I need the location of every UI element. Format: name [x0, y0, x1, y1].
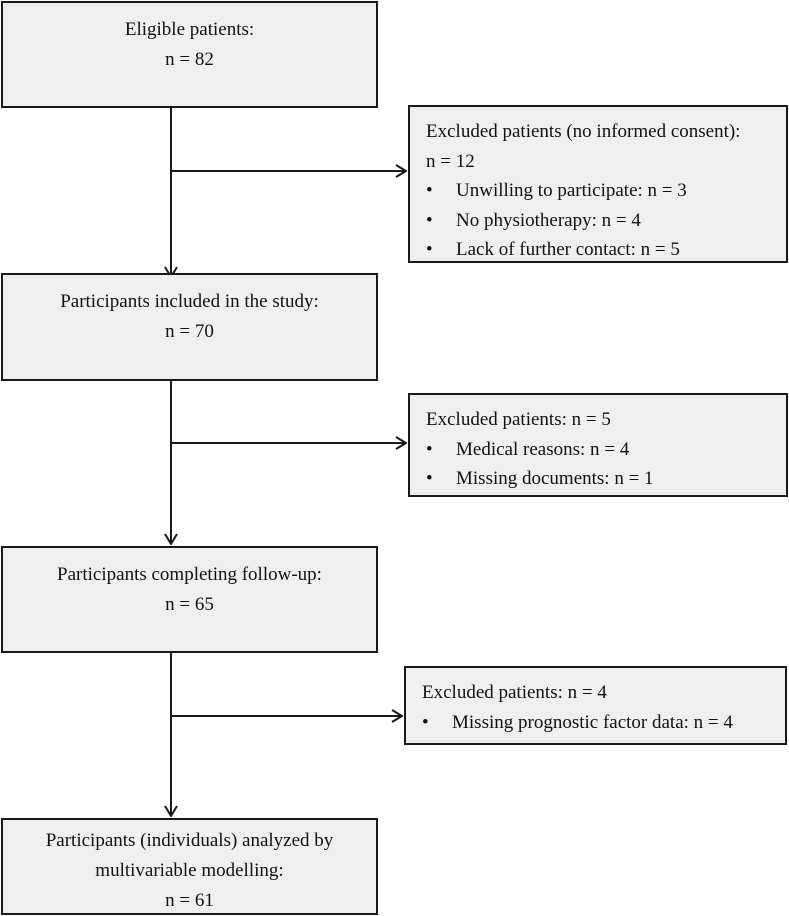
- exclusion-3-item-prognostic: Missing prognostic factor data: n = 4: [452, 711, 733, 733]
- bullet-icon: •: [426, 468, 433, 489]
- list-item: • Lack of further contact: n = 5: [426, 235, 786, 265]
- exclusion-1-list: • Unwilling to participate: n = 3 • No phy…: [426, 176, 786, 265]
- analyzed-label-line-2: multivariable modelling:: [95, 860, 284, 881]
- analyzed-label-line-1: Participants (individuals) analyzed by: [45, 830, 334, 851]
- followup-count: n = 65: [165, 594, 214, 615]
- bullet-icon: •: [426, 239, 433, 260]
- exclusion-2-title: Excluded patients: n = 5: [426, 409, 611, 430]
- exclusion-box-medical: Excluded patients: n = 5 • Medical reason…: [408, 393, 788, 497]
- followup-label: Participants completing follow-up:: [57, 564, 322, 585]
- exclusion-2-item-documents: Missing documents: n = 1: [456, 468, 654, 489]
- included-label: Participants included in the study:: [60, 291, 319, 312]
- exclusion-1-item-contact: Lack of further contact: n = 5: [456, 239, 680, 260]
- exclusion-1-title: Excluded patients (no informed consent):: [426, 121, 741, 142]
- exclusion-1-item-unwilling: Unwilling to participate: n = 3: [456, 180, 687, 201]
- included-participants-box: Participants included in the study: n = …: [1, 273, 378, 381]
- followup-participants-box: Participants completing follow-up: n = 6…: [1, 546, 378, 653]
- exclusion-box-prognostic: Excluded patients: n = 4 • Missing progno…: [404, 666, 787, 745]
- bullet-icon: •: [422, 711, 429, 733]
- exclusion-box-consent: Excluded patients (no informed consent):…: [408, 105, 788, 263]
- list-item: • No physiotherapy: n = 4: [426, 206, 786, 236]
- eligible-count: n = 82: [165, 49, 214, 70]
- exclusion-3-title: Excluded patients: n = 4: [422, 682, 607, 703]
- eligible-patients-box: Eligible patients: n = 82: [1, 1, 378, 108]
- list-item: • Unwilling to participate: n = 3: [426, 176, 786, 206]
- exclusion-2-list: • Medical reasons: n = 4 • Missing documen…: [426, 435, 786, 494]
- list-item: • Medical reasons: n = 4: [426, 435, 786, 465]
- included-count: n = 70: [165, 321, 214, 342]
- analyzed-count: n = 61: [165, 890, 214, 911]
- exclusion-1-count: n = 12: [426, 150, 475, 172]
- bullet-icon: •: [426, 438, 433, 460]
- bullet-icon: •: [426, 209, 433, 231]
- exclusion-3-list: • Missing prognostic factor data: n = 4: [422, 708, 785, 738]
- exclusion-2-item-medical: Medical reasons: n = 4: [456, 438, 630, 460]
- analyzed-participants-box: Participants (individuals) analyzed by m…: [1, 818, 378, 915]
- list-item: • Missing documents: n = 1: [426, 464, 786, 494]
- eligible-label: Eligible patients:: [124, 19, 255, 40]
- exclusion-1-item-physiotherapy: No physiotherapy: n = 4: [456, 209, 641, 231]
- bullet-icon: •: [426, 180, 433, 201]
- list-item: • Missing prognostic factor data: n = 4: [422, 708, 785, 738]
